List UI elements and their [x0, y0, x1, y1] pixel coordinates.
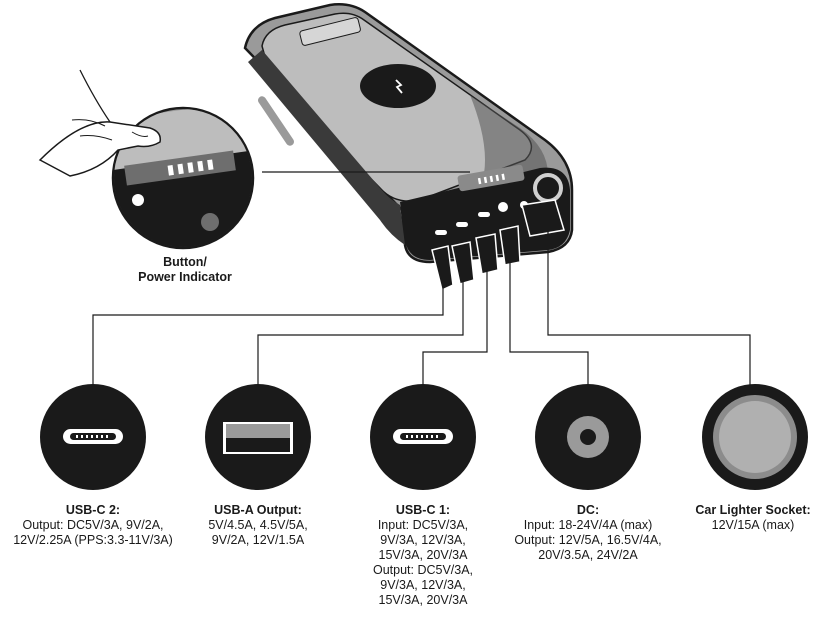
spec-line: Input: 18-24V/4A (max): [523, 518, 653, 532]
spec-line: 12V/2.25A (PPS:3.3-11V/3A): [13, 533, 173, 547]
port-title: DC:: [576, 503, 600, 517]
spec-line: 5V/4.5A, 4.5V/5A,: [208, 518, 308, 532]
usb-a-port-icon: [205, 384, 311, 490]
spec-line: Input: DC5V/3A,: [377, 518, 469, 532]
usb-c-1-caption: USB-C 1: Input: DC5V/3A, 9V/3A, 12V/3A, …: [355, 503, 491, 608]
power-bank-illustration: [38, 3, 574, 292]
car-lighter-socket-icon: [702, 384, 808, 490]
port-title: Car Lighter Socket:: [695, 503, 811, 517]
port-title: USB-C 1:: [395, 503, 451, 517]
dc-port-icon: [535, 384, 641, 490]
usb-c-2-caption: USB-C 2: Output: DC5V/3A, 9V/2A, 12V/2.2…: [3, 503, 183, 548]
button-power-indicator-label: Button/ Power Indicator: [120, 255, 250, 285]
spec-line: 15V/3A, 20V/3A: [378, 548, 468, 562]
usb-a-caption: USB-A Output: 5V/4.5A, 4.5V/5A, 9V/2A, 1…: [190, 503, 326, 548]
port-title: USB-C 2:: [65, 503, 121, 517]
callout-line: Power Indicator: [138, 270, 232, 284]
spec-line: 15V/3A, 20V/3A: [378, 593, 468, 607]
car-lighter-caption: Car Lighter Socket: 12V/15A (max): [688, 503, 818, 533]
port-title: USB-A Output:: [214, 503, 302, 517]
usb-c-port-icon: [40, 384, 146, 490]
spec-line: 9V/3A, 12V/3A,: [380, 533, 466, 547]
usb-c-port-icon: [370, 384, 476, 490]
spec-line: 9V/2A, 12V/1.5A: [211, 533, 305, 547]
spec-line: 20V/3.5A, 24V/2A: [538, 548, 638, 562]
leader-lines: [92, 210, 751, 393]
finger-illustration: [38, 121, 162, 177]
spec-line: Output: 12V/5A, 16.5V/4A,: [514, 533, 662, 547]
dc-caption: DC: Input: 18-24V/4A (max) Output: 12V/5…: [503, 503, 673, 563]
spec-line: 12V/15A (max): [711, 518, 795, 532]
callout-line: Button/: [163, 255, 207, 269]
spec-line: Output: DC5V/3A,: [372, 563, 474, 577]
spec-line: 9V/3A, 12V/3A,: [380, 578, 466, 592]
spec-line: Output: DC5V/3A, 9V/2A,: [22, 518, 164, 532]
